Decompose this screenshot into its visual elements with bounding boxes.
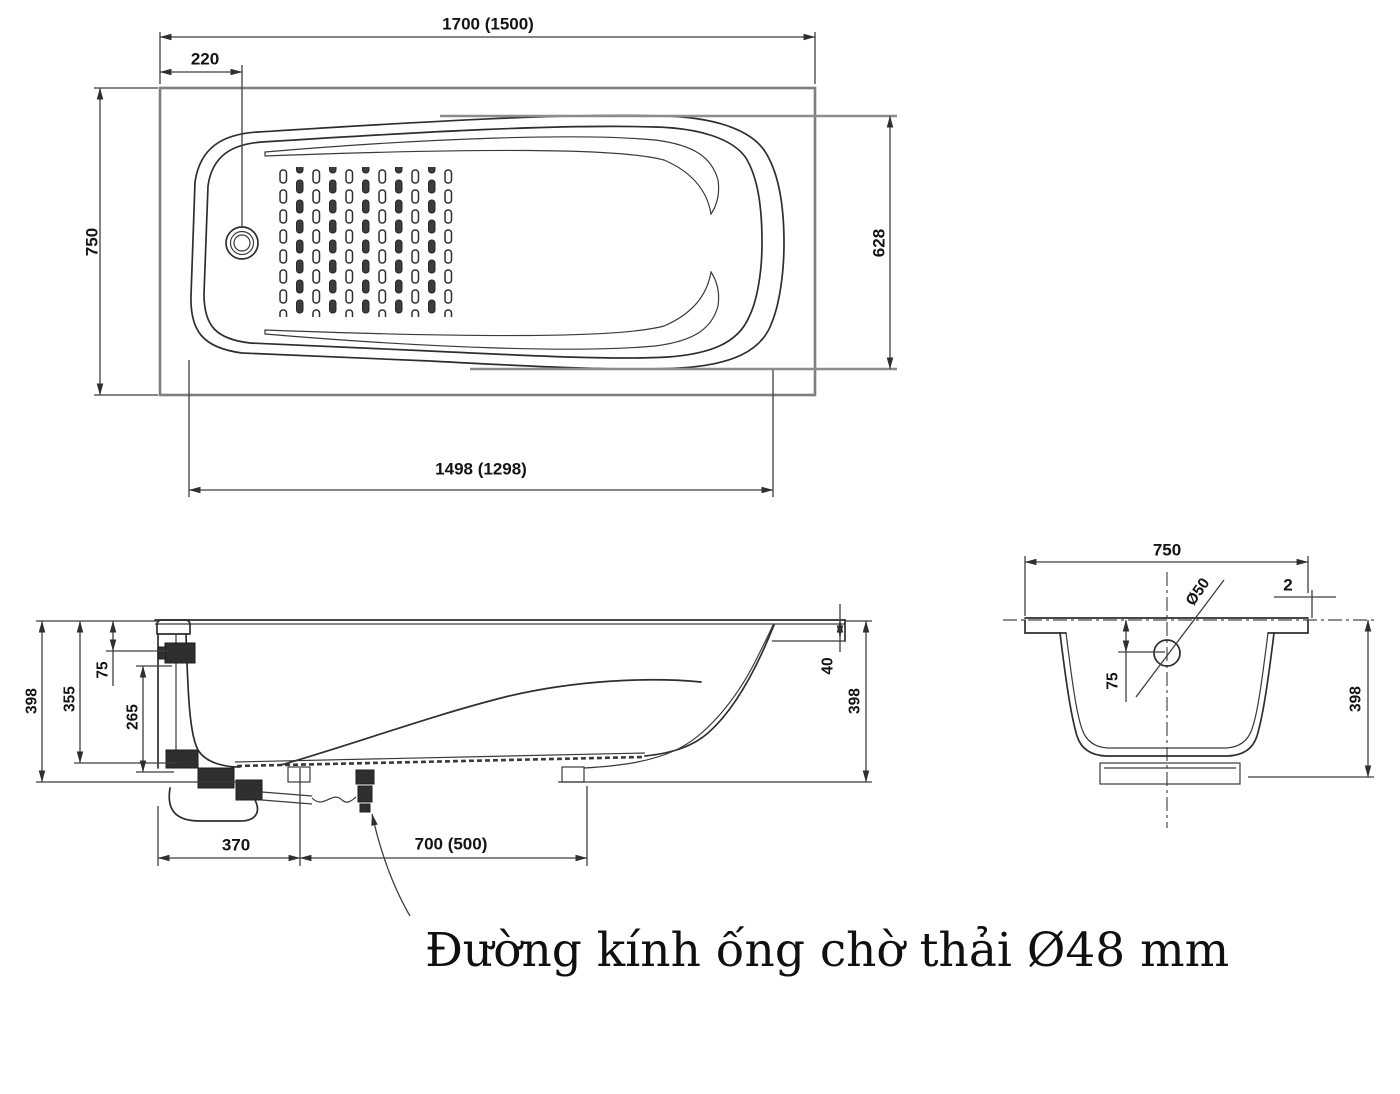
- leader-to-note: [371, 813, 411, 917]
- dim-trap-offset: 370: [222, 836, 250, 855]
- dim-pipe-offset: 700 (500): [415, 835, 488, 854]
- drain-pipe-note: Đường kính ống chờ thải Ø48 mm: [425, 923, 1229, 978]
- end-view: [1003, 572, 1377, 828]
- dim-end-width: 750: [1153, 541, 1181, 560]
- dim-lower-height: 265: [125, 704, 142, 730]
- side-view-dimensions: 398 355 75 265 370 700 (500) 40 398: [24, 604, 872, 917]
- dim-end-height: 398: [1348, 686, 1365, 712]
- tub-section-inner: [1065, 632, 1269, 749]
- dim-overflow-drop: 75: [95, 661, 112, 679]
- floor-hatch: [236, 755, 644, 768]
- dim-side-height-right: 398: [847, 688, 864, 714]
- left-rim-cap: [156, 619, 191, 635]
- base-pedestal: [1099, 762, 1241, 785]
- backrest-upper-curve: [264, 136, 720, 216]
- end-view-dimensions: 750 2 Ø50 75 398: [1024, 541, 1374, 778]
- dim-basin-length: 1498 (1298): [435, 460, 527, 479]
- side-view: [36, 619, 872, 822]
- drain-fitting: [165, 749, 199, 769]
- dim-overall-width: 750: [83, 228, 102, 256]
- p-trap: [168, 787, 259, 822]
- foot-block-left: [287, 766, 311, 783]
- dim-basin-width: 628: [870, 229, 889, 257]
- drain-hole-circle: [1153, 639, 1181, 667]
- tub-section-outer: [1059, 632, 1275, 757]
- tub-rim-rectangle: [158, 86, 817, 397]
- dim-rim-drop: 40: [820, 657, 837, 674]
- drain-circle: [225, 226, 259, 260]
- basin-inner-outline: [203, 125, 763, 359]
- dim-overall-length: 1700 (1500): [442, 15, 534, 34]
- dim-drain-drop: 75: [1105, 672, 1122, 690]
- flex-hose: [311, 796, 357, 803]
- foot-block-right: [561, 766, 585, 783]
- dim-rim-lip: 2: [1283, 576, 1292, 595]
- dim-drain-offset: 220: [191, 50, 219, 69]
- interior-slope-line: [280, 678, 702, 766]
- left-inner-wall: [185, 633, 241, 768]
- overflow-fitting: [164, 642, 196, 664]
- waste-pipe-fitting: [355, 769, 375, 813]
- top-view: [158, 86, 817, 397]
- drain-leader-line: [1135, 579, 1225, 698]
- right-inner-wall: [644, 624, 775, 757]
- dim-side-height-left: 398: [24, 688, 41, 714]
- dim-shell-height: 355: [62, 686, 79, 712]
- top-view-dimensions: 1700 (1500) 220 750 628 1498 (1298): [83, 15, 897, 497]
- antislip-pattern: [278, 167, 458, 317]
- backrest-lower-curve: [264, 270, 720, 350]
- dim-drain-hole-diameter: Ø50: [1183, 575, 1214, 609]
